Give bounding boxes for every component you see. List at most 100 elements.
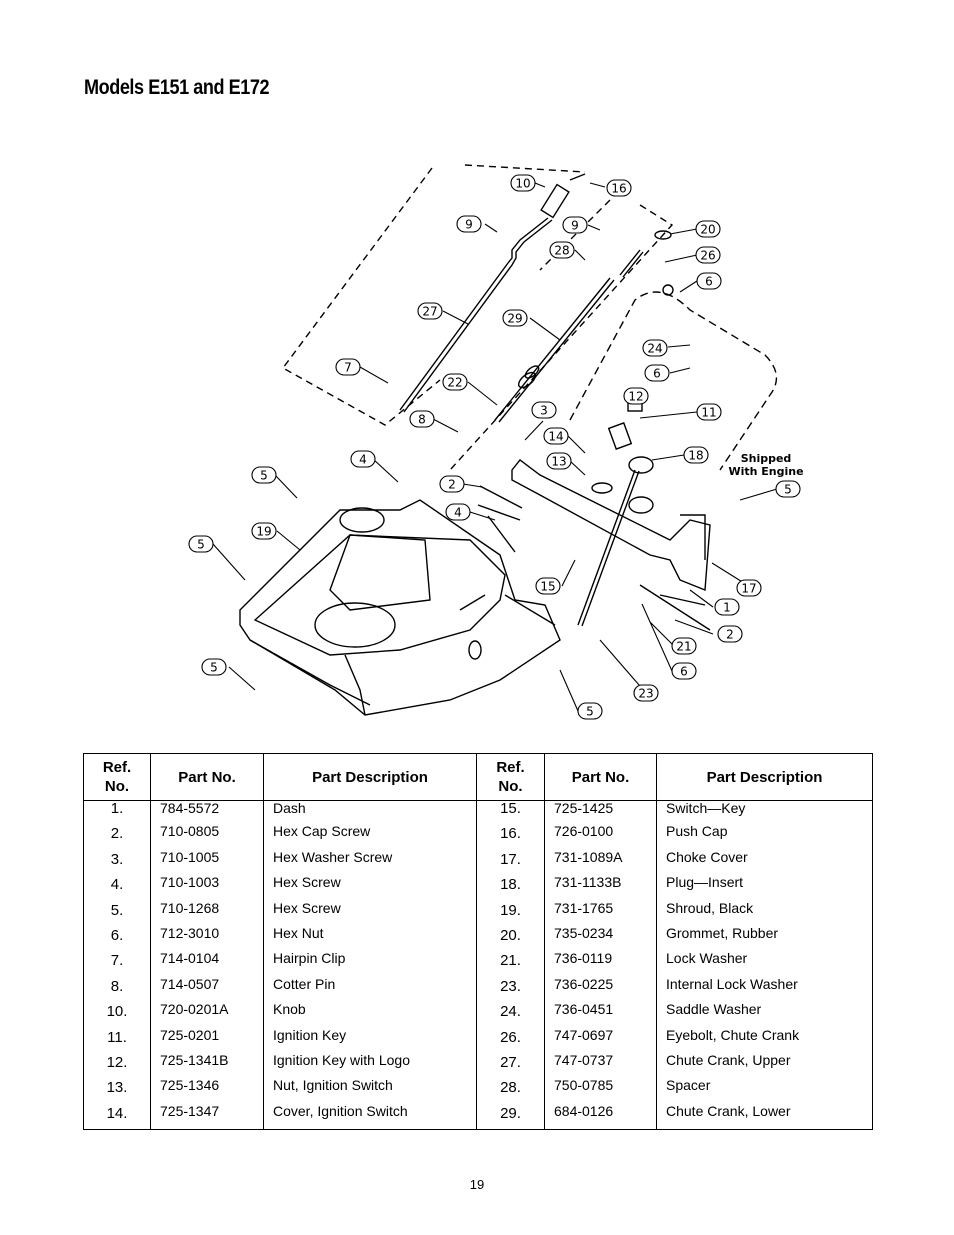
- callout-12: 12: [623, 387, 649, 405]
- header-part-no: Part No.: [544, 753, 657, 801]
- part-no-cell: 731-1765: [544, 900, 657, 926]
- callout-23: 23: [633, 684, 659, 702]
- callout-label: 5: [197, 538, 205, 552]
- part-description-cell: Chute Crank, Upper: [656, 1052, 873, 1079]
- ref-no-cell: 3.: [83, 849, 151, 876]
- part-description-cell: Dash: [263, 800, 477, 825]
- callout-28: 28: [549, 241, 575, 259]
- part-no-cell: 725-1347: [150, 1103, 264, 1131]
- parts-table: Ref. No. Part No. Part Description Ref. …: [83, 753, 873, 1131]
- ref-no-cell: 7.: [83, 951, 151, 977]
- callout-label: 26: [700, 249, 715, 263]
- header-ref-no: Ref. No.: [83, 753, 151, 801]
- callout-label: 29: [507, 312, 522, 326]
- part-description-cell: Grommet, Rubber: [656, 925, 873, 952]
- callout-5: 5: [577, 702, 603, 720]
- part-no-cell: 710-1005: [150, 849, 264, 876]
- part-description-cell: Cotter Pin: [263, 976, 477, 1003]
- part-no-cell: 725-1341B: [150, 1052, 264, 1079]
- part-description-cell: Ignition Key with Logo: [263, 1052, 477, 1079]
- part-no-cell: 736-0451: [544, 1002, 657, 1028]
- callout-label: 15: [540, 580, 555, 594]
- part-no-cell: 710-0805: [150, 824, 264, 850]
- ref-no-cell: 23.: [476, 976, 545, 1003]
- callout-16: 16: [606, 179, 632, 197]
- ref-no-cell: 17.: [476, 849, 545, 876]
- part-description-cell: Lock Washer: [656, 951, 873, 977]
- part-no-cell: 726-0100: [544, 824, 657, 850]
- part-description-cell: Nut, Ignition Switch: [263, 1078, 477, 1104]
- part-description-cell: Choke Cover: [656, 849, 873, 876]
- callout-label: 5: [586, 705, 594, 719]
- callout-label: 9: [465, 218, 473, 232]
- header-part-description: Part Description: [656, 753, 873, 801]
- shroud: [239, 499, 561, 716]
- dashed-outline-upper: [281, 164, 586, 426]
- part-description-cell: Switch—Key: [656, 800, 873, 825]
- callout-label: 8: [418, 413, 426, 427]
- part-description-cell: Push Cap: [656, 824, 873, 850]
- part-description-cell: Ignition Key: [263, 1027, 477, 1053]
- callout-label: 12: [628, 390, 643, 404]
- ref-no-cell: 4.: [83, 875, 151, 901]
- callout-10: 10: [510, 174, 536, 192]
- callout-29: 29: [502, 309, 528, 327]
- callout-1: 1: [714, 598, 740, 616]
- part-description-cell: Eyebolt, Chute Crank: [656, 1027, 873, 1053]
- ref-no-cell: 29.: [476, 1103, 545, 1131]
- part-description-cell: Hex Washer Screw: [263, 849, 477, 876]
- part-no-cell: 731-1089A: [544, 849, 657, 876]
- callout-label: 22: [447, 376, 462, 390]
- callout-18: 18: [683, 446, 709, 464]
- callout-21: 21: [671, 637, 697, 655]
- part-no-cell: 736-0225: [544, 976, 657, 1003]
- callout-label: 28: [554, 244, 569, 258]
- callout-label: 6: [680, 665, 688, 679]
- part-no-cell: 720-0201A: [150, 1002, 264, 1028]
- callout-13: 13: [546, 452, 572, 470]
- callout-label: 6: [653, 367, 661, 381]
- part-description-cell: Chute Crank, Lower: [656, 1103, 873, 1131]
- ref-no-cell: 14.: [83, 1103, 151, 1131]
- callout-label: 5: [260, 469, 268, 483]
- callout-9: 9: [562, 216, 588, 234]
- callout-7: 7: [335, 358, 361, 376]
- callout-label: 23: [638, 687, 653, 701]
- part-no-cell: 784-5572: [150, 800, 264, 825]
- callout-5: 5: [188, 535, 214, 553]
- callout-label: 16: [611, 182, 626, 196]
- part-no-cell: 747-0737: [544, 1052, 657, 1079]
- part-description-cell: Plug—Insert: [656, 875, 873, 901]
- part-description-cell: Shroud, Black: [656, 900, 873, 926]
- part-description-cell: Hex Nut: [263, 925, 477, 952]
- part-no-cell: 725-1425: [544, 800, 657, 825]
- callout-label: 17: [741, 582, 756, 596]
- callout-label: 19: [256, 525, 271, 539]
- callout-8: 8: [409, 410, 435, 428]
- part-no-cell: 710-1268: [150, 900, 264, 926]
- part-no-cell: 714-0104: [150, 951, 264, 977]
- callout-19: 19: [251, 522, 277, 540]
- callout-label: 20: [700, 223, 715, 237]
- callout-label: 4: [454, 506, 462, 520]
- part-no-cell: 736-0119: [544, 951, 657, 977]
- callout-5: 5: [251, 466, 277, 484]
- callout-27: 27: [417, 302, 443, 320]
- callout-label: 2: [726, 628, 734, 642]
- callout-label: 13: [551, 455, 566, 469]
- callout-15: 15: [535, 577, 561, 595]
- part-description-cell: Knob: [263, 1002, 477, 1028]
- part-no-cell: 747-0697: [544, 1027, 657, 1053]
- part-no-cell: 725-1346: [150, 1078, 264, 1104]
- ref-no-cell: 26.: [476, 1027, 545, 1053]
- callout-2: 2: [439, 475, 465, 493]
- table-header-row: Ref. No. Part No. Part Description Ref. …: [83, 753, 873, 801]
- callout-5: 5: [201, 658, 227, 676]
- ref-no-cell: 20.: [476, 925, 545, 952]
